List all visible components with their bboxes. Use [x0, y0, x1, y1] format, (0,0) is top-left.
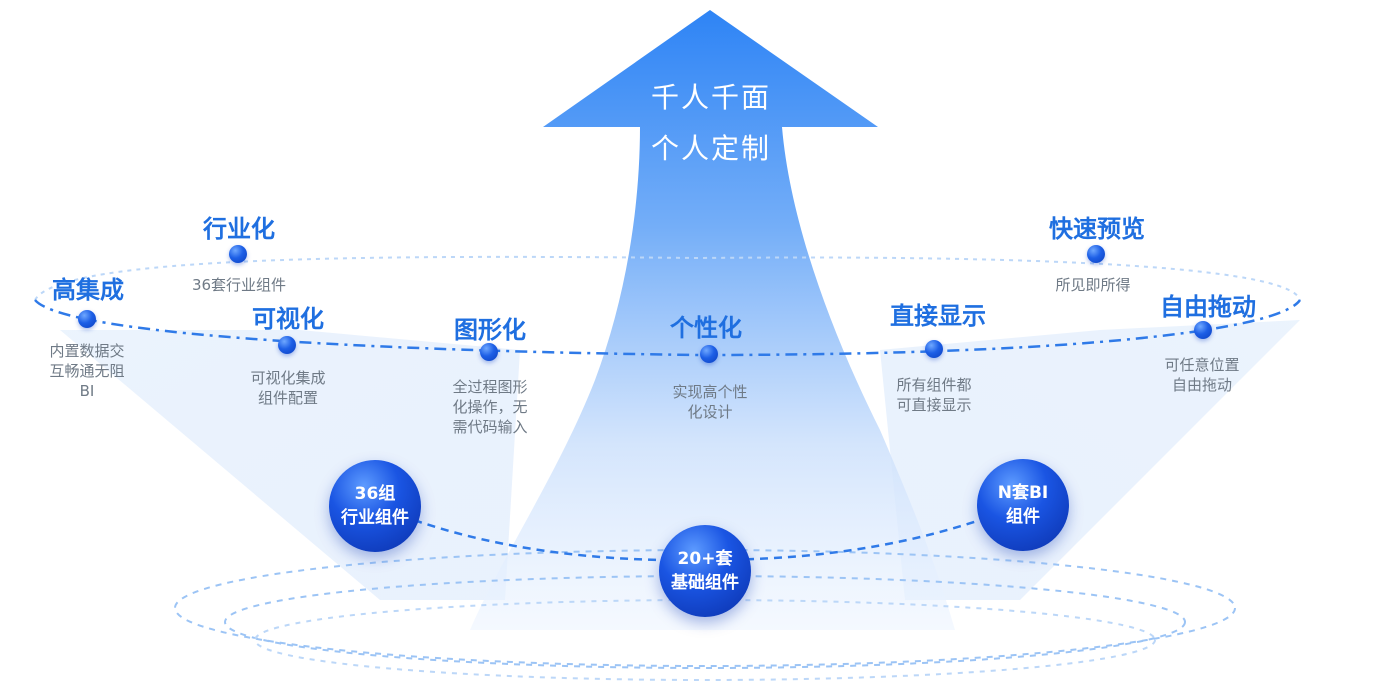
base-ball-line1: 36组 — [354, 484, 396, 504]
feature-dot — [700, 345, 718, 363]
feature-dot — [480, 343, 498, 361]
feature-title: 高集成 — [52, 276, 124, 304]
base-ball-line2: 组件 — [1006, 507, 1040, 527]
upward-arrow-shape — [470, 10, 955, 630]
feature-title: 图形化 — [454, 316, 526, 344]
feature-title: 自由拖动 — [1160, 293, 1256, 321]
base-ball-line1: 20+套 — [677, 549, 733, 569]
base-ball-basic-components: 20+套 基础组件 — [659, 525, 751, 617]
base-ring-outer — [174, 549, 1236, 667]
base-ball-bi-components: N套BI 组件 — [977, 459, 1069, 551]
orbit-front-arc — [34, 299, 1302, 357]
base-ball-line1: N套BI — [997, 483, 1049, 503]
feature-title: 可视化 — [252, 305, 324, 333]
feature-desc: 实现高个性 化设计 — [672, 383, 748, 421]
base-ball-line2: 基础组件 — [671, 573, 739, 593]
feature-desc: 所有组件都 可直接显示 — [896, 376, 972, 414]
feature-desc: 36套行业组件 — [191, 276, 287, 294]
feature-desc: 全过程图形 化操作，无 需代码输入 — [452, 378, 528, 436]
feature-desc: 内置数据交 互畅通无阻 BI — [49, 342, 125, 400]
base-ball-line2: 行业组件 — [341, 508, 409, 528]
base-ring-middle — [224, 575, 1186, 669]
orbit-back-arc — [34, 255, 1301, 301]
feature-title: 快速预览 — [1049, 215, 1145, 243]
arrow-text-line2: 个人定制 — [650, 132, 771, 165]
feature-title: 直接显示 — [890, 302, 986, 330]
feature-dot — [1194, 321, 1212, 339]
arrow-text-line1: 千人千面 — [650, 81, 771, 114]
feature-desc: 可任意位置 自由拖动 — [1164, 356, 1240, 394]
feature-title: 个性化 — [670, 314, 742, 342]
feature-dot — [78, 310, 96, 328]
base-ball-industry-components: 36组 行业组件 — [329, 460, 421, 552]
feature-dot — [1087, 245, 1105, 263]
feature-title: 行业化 — [203, 215, 275, 243]
feature-dot — [278, 336, 296, 354]
feature-desc: 所见即所得 — [1055, 276, 1131, 294]
feature-dot — [229, 245, 247, 263]
feature-desc: 可视化集成 组件配置 — [250, 369, 326, 407]
feature-dot — [925, 340, 943, 358]
